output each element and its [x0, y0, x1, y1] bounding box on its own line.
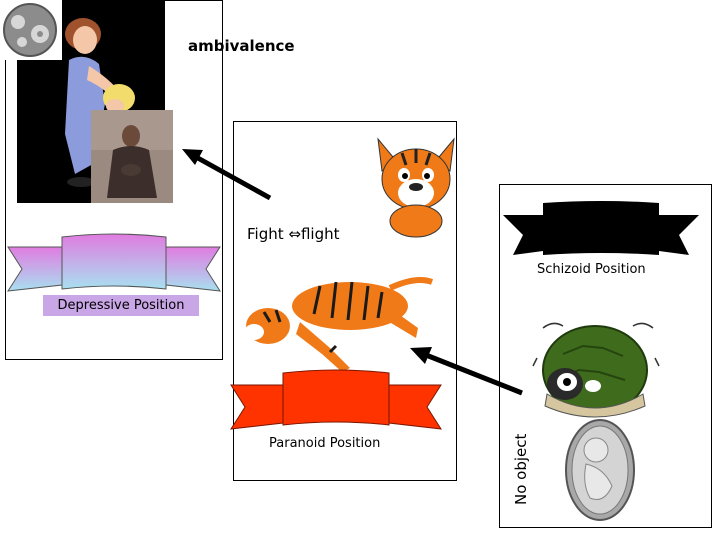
depressive-position-label: Depressive Position: [43, 295, 199, 316]
gear-circle-icon: [0, 0, 62, 60]
scared-turtle: [532, 322, 660, 418]
fight-flight-label: Fight ⇔flight: [247, 225, 340, 243]
paranoid-ribbon: [230, 369, 442, 430]
schizoid-position-label: Schizoid Position: [537, 262, 646, 277]
seated-child-photo: [91, 110, 173, 203]
paranoid-position-label: Paranoid Position: [269, 436, 381, 451]
leaping-tiger: [244, 277, 434, 372]
fetus-in-womb: [565, 419, 635, 521]
cartoon-fox-cat-creature: [377, 137, 455, 246]
no-object-label: No object: [512, 433, 530, 505]
schizoid-ribbon: [503, 201, 699, 255]
depressive-ribbon: [7, 233, 221, 292]
ambivalence-label: ambivalence: [188, 37, 295, 55]
